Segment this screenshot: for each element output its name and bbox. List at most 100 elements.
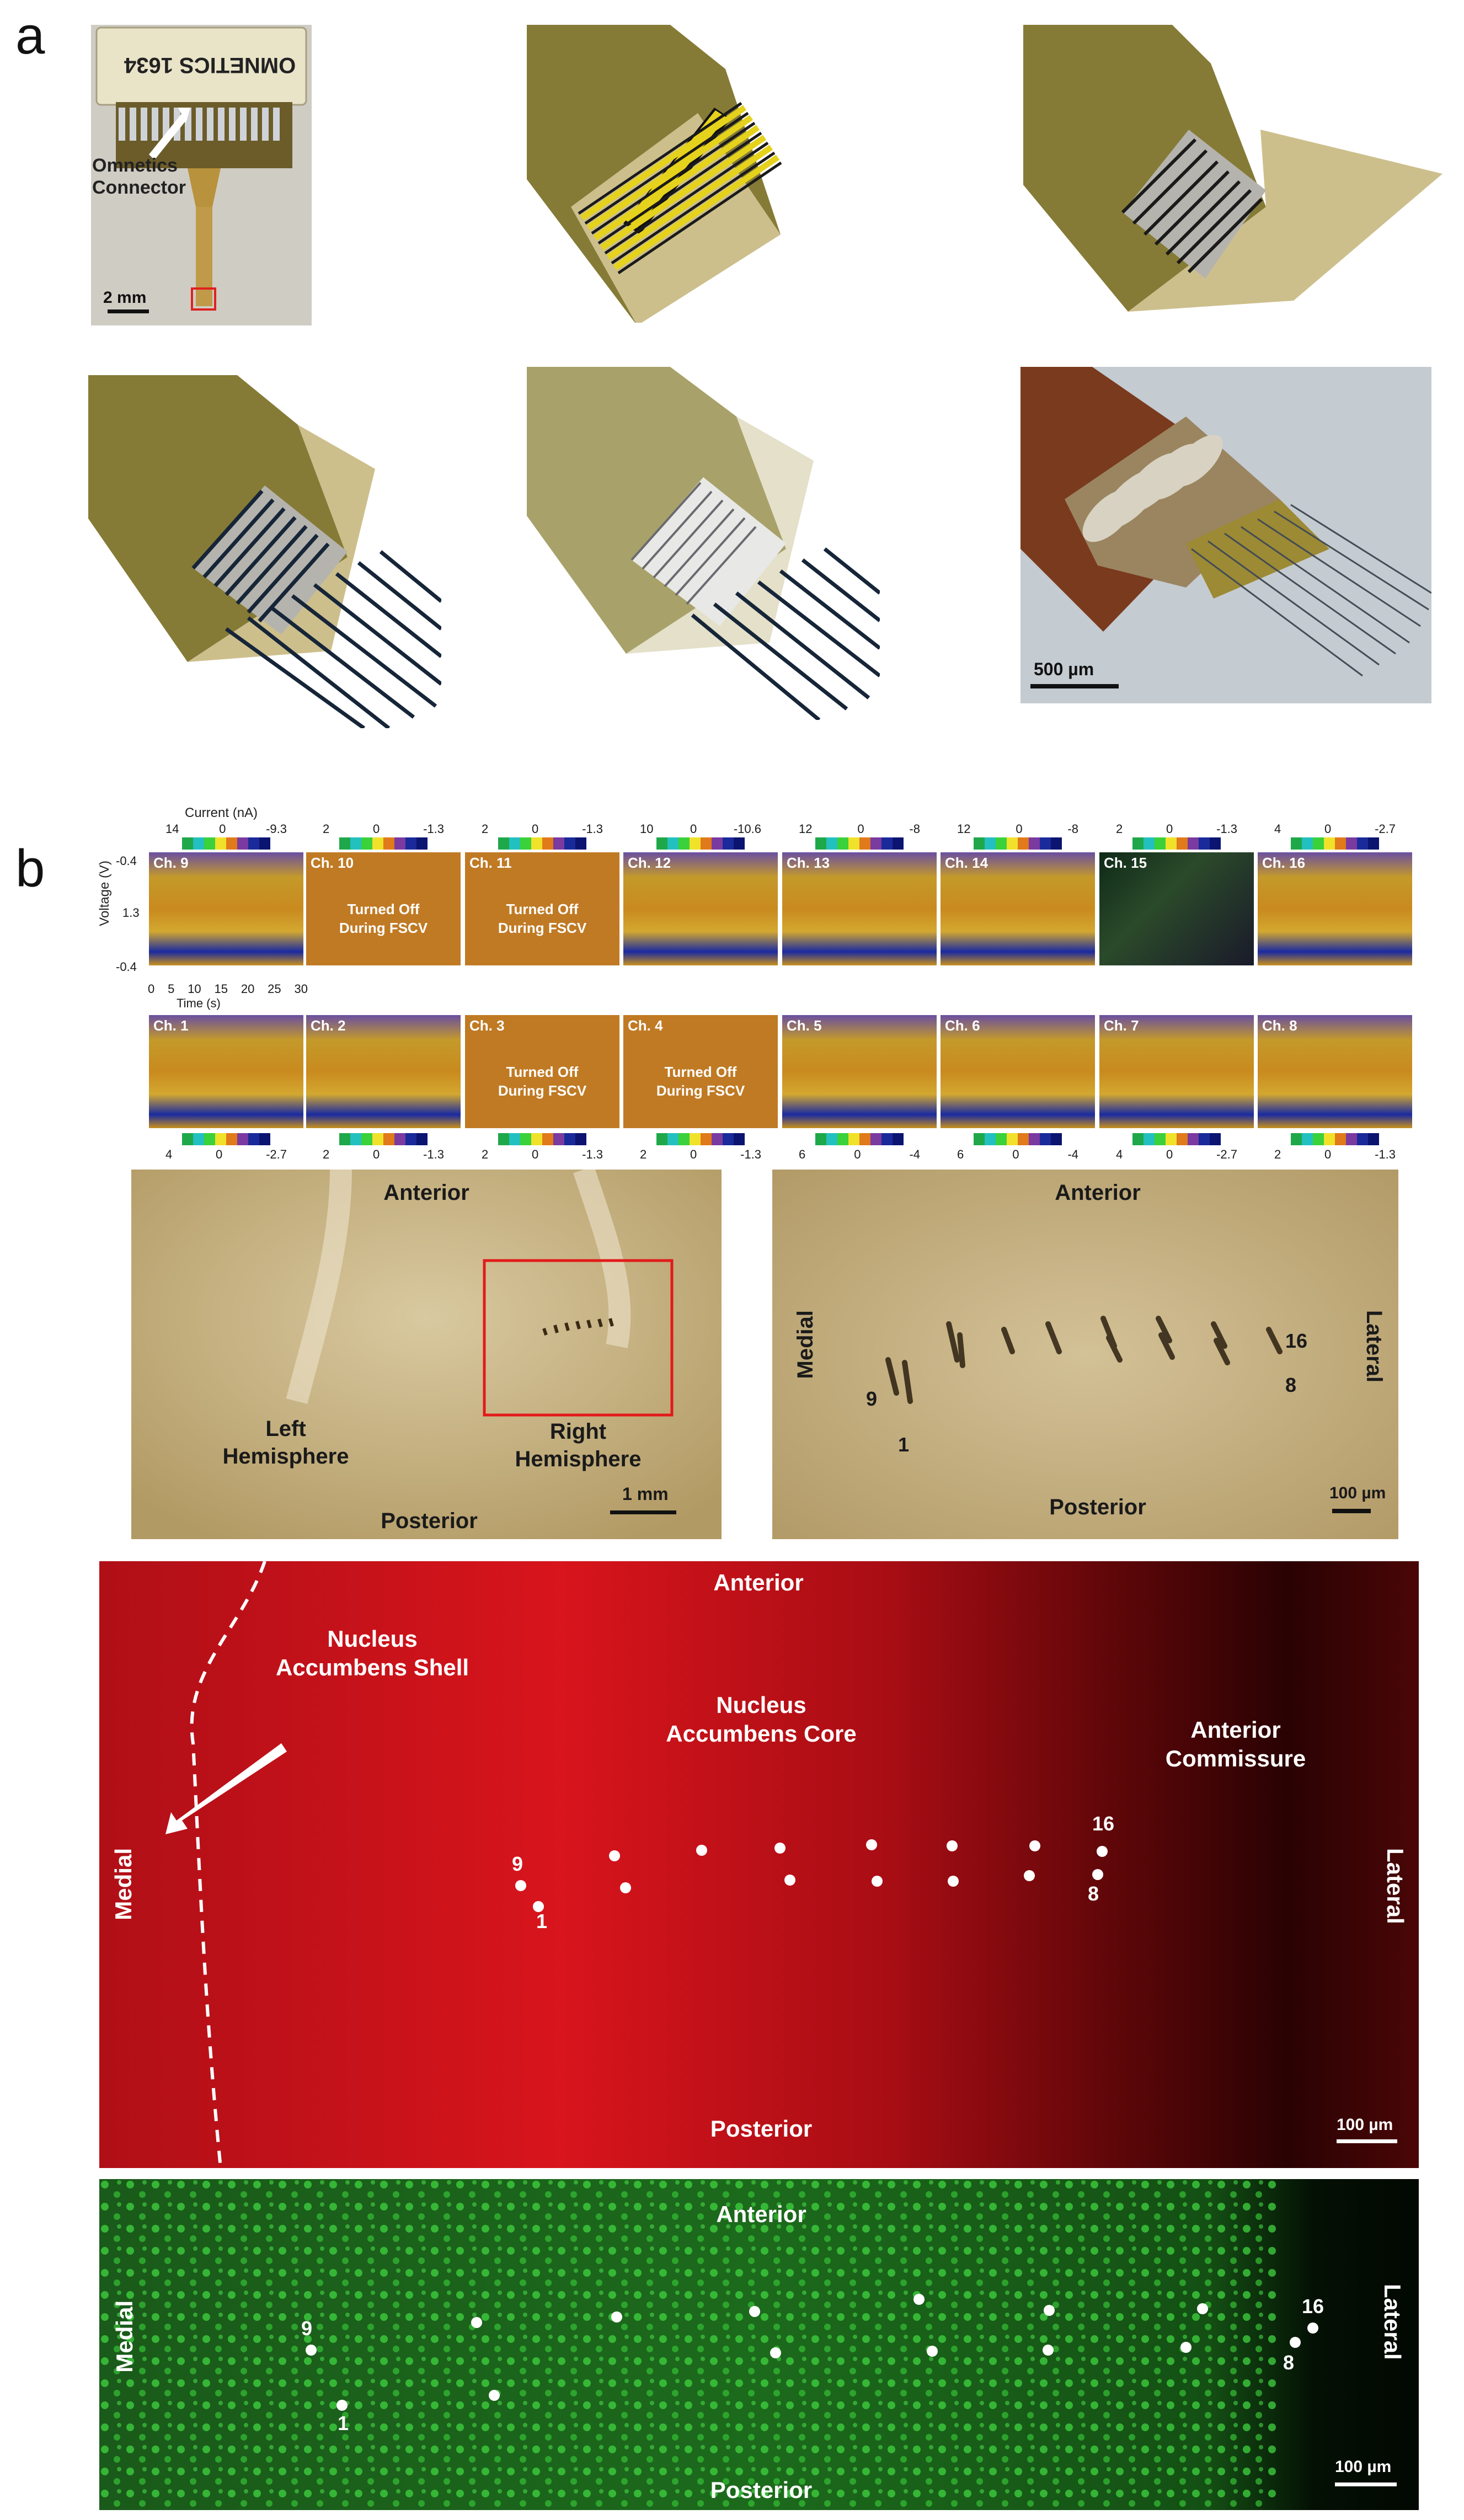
time-axis-label: Time (s) (177, 996, 221, 1010)
fscv-colorbar (815, 837, 904, 850)
fscv-channel-label: Ch. 13 (787, 855, 830, 871)
electrode-dot (1307, 2323, 1318, 2334)
schematic-coated (527, 367, 880, 720)
green-panel-svg (99, 2179, 1419, 2510)
electrode-dot (533, 1901, 544, 1912)
device-photo: OMNETICS 1634 Omnetics Connector 2 mm (91, 25, 312, 325)
overview-posterior: Posterior (381, 1509, 478, 1533)
red-label-16: 16 (1092, 1812, 1115, 1835)
fscv-colorbar-tick: -1.3 (582, 822, 603, 836)
scale-label-500um: 500 µm (1034, 659, 1094, 679)
fscv-channel-label: Ch. 16 (1262, 855, 1306, 871)
electrode-dot (515, 1880, 526, 1891)
fscv-colorbar-tick: -8 (909, 822, 920, 836)
fscv-colorbar-tick: 0 (690, 822, 697, 836)
time-tick: 25 (268, 982, 281, 996)
fscv-channel-label: Ch. 14 (945, 855, 989, 871)
fscv-colorbar (815, 1133, 904, 1145)
zoom-label-1: 1 (898, 1433, 910, 1456)
electrode-dot (696, 1845, 707, 1856)
fscv-colorbar-tick: 0 (1166, 1147, 1173, 1161)
time-tick: 5 (168, 982, 175, 996)
fscv-tile: Ch. 9 (149, 852, 303, 965)
fscv-turned-off-label: Turned Off During FSCV (656, 1064, 745, 1099)
fscv-colorbar-tick: -1.3 (423, 1147, 444, 1161)
fscv-colorbar (182, 1133, 270, 1145)
fscv-colorbar (974, 837, 1062, 850)
overview-anterior: Anterior (383, 1181, 469, 1205)
red-posterior: Posterior (710, 2116, 813, 2142)
zoom-medial: Medial (793, 1310, 818, 1379)
fscv-turned-off-label: Turned Off During FSCV (498, 1064, 587, 1099)
fscv-colorbar-tick: -4 (909, 1147, 920, 1161)
green-fluorescence-panel: Anterior Posterior Medial Lateral 9 1 16… (99, 2179, 1419, 2510)
green-anterior: Anterior (716, 2201, 806, 2227)
electrode-dot (609, 1850, 620, 1861)
fscv-colorbar-tick: 0 (690, 1147, 697, 1161)
overview-scale-label: 1 mm (622, 1484, 669, 1504)
fscv-colorbar-tick: 14 (165, 822, 179, 836)
fscv-colorbar (498, 837, 586, 850)
fscv-colorbar-tick: 2 (640, 1147, 647, 1161)
fscv-colorbar-tick: -1.3 (423, 822, 444, 836)
fscv-colorbar-tick: 4 (165, 1147, 173, 1161)
fscv-colorbar-tick: 0 (1012, 1147, 1019, 1161)
green-label-1: 1 (338, 2412, 349, 2434)
overview-right-hemisphere: Right Hemisphere (515, 1419, 642, 1471)
fscv-colorbar-tick: 12 (799, 822, 813, 836)
fscv-channel-label: Ch. 9 (153, 855, 189, 871)
fscv-colorbar-tick: -9.3 (266, 822, 287, 836)
time-tick: 20 (241, 982, 255, 996)
fscv-channel-label: Ch. 6 (945, 1017, 980, 1034)
fscv-colorbar (656, 1133, 745, 1145)
fscv-colorbar-tick: 2 (323, 1147, 330, 1161)
electrode-dot (1029, 1840, 1040, 1851)
fscv-colorbar-tick: 4 (1274, 822, 1281, 836)
fscv-colorbar-tick: 6 (799, 1147, 806, 1161)
electrode-dot (611, 2311, 622, 2323)
electrode-dot (489, 2390, 500, 2401)
fscv-colorbar-tick: 4 (1116, 1147, 1123, 1161)
red-core-label: Nucleus Accumbens Core (666, 1692, 857, 1747)
panel-letter-a: a (15, 6, 45, 65)
fscv-colorbar-tick: 0 (1166, 822, 1173, 836)
fscv-colorbar-tick: -2.7 (1375, 822, 1396, 836)
fscv-colorbar (339, 837, 428, 850)
green-posterior: Posterior (710, 2477, 813, 2503)
red-panel-svg (99, 1561, 1419, 2168)
electrode-dot (620, 1882, 631, 1893)
time-tick: 15 (214, 982, 228, 996)
fscv-colorbar (1132, 837, 1221, 850)
fscv-tile: Ch. 15 (1099, 852, 1254, 965)
fscv-colorbar (974, 1133, 1062, 1145)
time-tick: 30 (294, 982, 308, 996)
schematic-traces (527, 25, 782, 323)
electrode-dot (749, 2306, 760, 2317)
zoom-posterior: Posterior (1049, 1495, 1146, 1519)
fscv-colorbar-tick: 6 (957, 1147, 964, 1161)
fiber-array-svg (1020, 367, 1431, 703)
zoom-label-9: 9 (866, 1387, 878, 1410)
red-anterior: Anterior (713, 1569, 804, 1595)
slice-zoom-svg (772, 1170, 1398, 1539)
time-tick: 10 (188, 982, 201, 996)
scale-label-2mm: 2 mm (103, 289, 147, 307)
electrode-dot (947, 1840, 958, 1851)
fscv-colorbar-tick: 0 (1324, 1147, 1332, 1161)
electrode-dot (306, 2345, 317, 2356)
slice-overview-svg (131, 1170, 722, 1539)
electrode-dot (866, 1839, 877, 1850)
fscv-colorbar-tick: 2 (1116, 822, 1123, 836)
voltage-tick-bottom: -0.4 (116, 960, 137, 974)
fscv-channel-label: Ch. 8 (1262, 1017, 1297, 1034)
current-axis-label: Current (nA) (185, 805, 258, 820)
zoom-scale-label: 100 µm (1329, 1484, 1386, 1502)
red-fluorescence-panel: Anterior Posterior Medial Lateral Nucleu… (99, 1561, 1419, 2168)
schematic-pads (1023, 25, 1442, 312)
fscv-colorbar-tick: -1.3 (1375, 1147, 1396, 1161)
red-lateral: Lateral (1382, 1848, 1408, 1924)
